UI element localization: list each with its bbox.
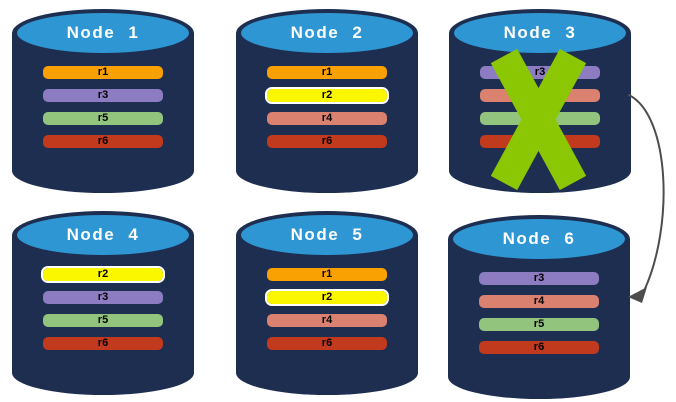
replica-bar: r5 xyxy=(43,112,163,125)
cylinder-top: Node 4 xyxy=(12,211,194,259)
cylinder-top: Node 6 xyxy=(448,215,630,263)
cylinder-top-face: Node 2 xyxy=(241,13,413,53)
replica-list: r3 r4 r5 r6 xyxy=(479,272,599,354)
replica-bar: r1 xyxy=(43,66,163,79)
failure-x-icon xyxy=(490,48,587,191)
replica-bar: r4 xyxy=(479,295,599,308)
node-1-cylinder: Node 1 r1 r3 r5 r6 xyxy=(12,9,194,193)
replica-bar: r5 xyxy=(43,314,163,327)
node-2-cylinder: Node 2 r1 r2 r4 r6 xyxy=(236,9,418,193)
node-title: Node 6 xyxy=(502,229,576,248)
node-5-cylinder: Node 5 r1 r2 r4 r6 xyxy=(236,211,418,395)
node-title: Node 4 xyxy=(66,225,140,244)
failover-arrow-icon xyxy=(628,94,665,303)
replica-list: r1 r3 r5 r6 xyxy=(43,66,163,148)
failover-arrow-head xyxy=(628,287,647,303)
replica-bar: r3 xyxy=(479,272,599,285)
replica-bar: r1 xyxy=(267,268,387,281)
node-title: Node 2 xyxy=(290,23,364,42)
replica-bar: r2 xyxy=(265,87,389,104)
cylinder-top-face: Node 5 xyxy=(241,215,413,255)
cylinder-top: Node 2 xyxy=(236,9,418,57)
failure-x-stroke xyxy=(490,48,587,191)
replica-bar: r3 xyxy=(43,291,163,304)
replica-bar: r1 xyxy=(267,66,387,79)
cylinder-top-face: Node 1 xyxy=(17,13,189,53)
replica-bar: r4 xyxy=(267,314,387,327)
failover-arrow-curve xyxy=(628,94,665,292)
node-title: Node 3 xyxy=(503,23,577,42)
replica-bar: r6 xyxy=(43,135,163,148)
node-title: Node 1 xyxy=(66,23,140,42)
replica-bar: r5 xyxy=(479,318,599,331)
replica-bar: r4 xyxy=(267,112,387,125)
replica-bar: r2 xyxy=(265,289,389,306)
replica-list: r1 r2 r4 r6 xyxy=(265,268,389,350)
replica-list: r1 r2 r4 r6 xyxy=(265,66,389,148)
cylinder-top: Node 5 xyxy=(236,211,418,259)
cylinder-top: Node 3 xyxy=(449,9,631,57)
replica-bar: r2 xyxy=(41,266,165,283)
cylinder-top: Node 1 xyxy=(12,9,194,57)
node-title: Node 5 xyxy=(290,225,364,244)
replica-bar: r6 xyxy=(267,135,387,148)
replica-bar: r6 xyxy=(267,337,387,350)
replica-bar: r6 xyxy=(43,337,163,350)
node-4-cylinder: Node 4 r2 r3 r5 r6 xyxy=(12,211,194,395)
replica-list: r2 r3 r5 r6 xyxy=(41,266,165,350)
replica-bar: r6 xyxy=(479,341,599,354)
cylinder-top-face: Node 4 xyxy=(17,215,189,255)
node-6-cylinder: Node 6 r3 r4 r5 r6 xyxy=(448,215,630,399)
cylinder-top-face: Node 3 xyxy=(454,13,626,53)
replica-bar: r3 xyxy=(43,89,163,102)
cylinder-top-face: Node 6 xyxy=(453,219,625,259)
